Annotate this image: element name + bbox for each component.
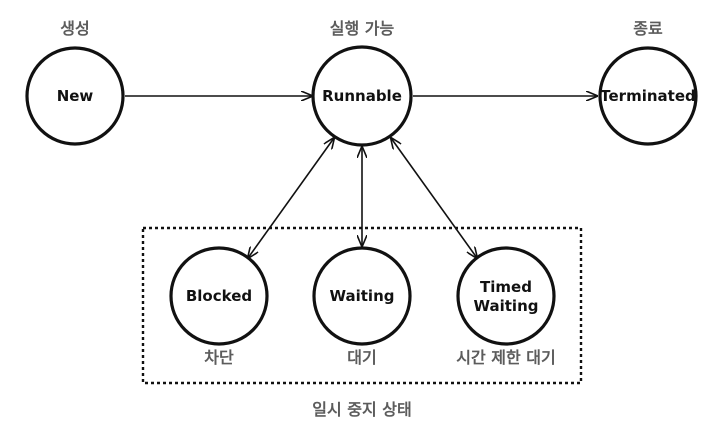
state-new-label: 생성 [60, 19, 89, 38]
state-blocked-circle [169, 246, 269, 346]
state-blocked-name: Blocked [186, 287, 252, 305]
state-blocked: Blocked 차단 [169, 246, 269, 367]
edge-runnable-blocked [248, 138, 334, 258]
state-terminated-name: Terminated [600, 87, 695, 105]
state-blocked-label: 차단 [204, 348, 234, 367]
state-terminated-label: 종료 [633, 19, 663, 38]
paused-states-group-label: 일시 중지 상태 [312, 400, 411, 419]
state-new: New 생성 [25, 19, 125, 146]
state-runnable: Runnable 실행 가능 [311, 19, 413, 147]
state-waiting-label: 대기 [347, 348, 376, 367]
state-runnable-circle [311, 45, 413, 147]
edge-runnable-timed-waiting [391, 138, 477, 258]
state-waiting-circle [312, 246, 412, 346]
state-waiting-name: Waiting [329, 287, 394, 305]
state-new-name: New [57, 87, 94, 105]
state-waiting: Waiting 대기 [312, 246, 412, 367]
state-timed-waiting-circle [456, 246, 556, 346]
state-runnable-label: 실행 가능 [330, 19, 395, 38]
state-terminated: Terminated 종료 [598, 19, 698, 146]
state-runnable-name: Runnable [322, 87, 402, 105]
state-new-circle [25, 46, 125, 146]
state-timed-waiting-name-line2: Waiting [473, 297, 538, 315]
state-timed-waiting-name-line1: Timed [480, 278, 532, 296]
state-terminated-circle [598, 46, 698, 146]
state-timed-waiting: Timed Waiting 시간 제한 대기 [456, 246, 556, 367]
state-timed-waiting-label: 시간 제한 대기 [456, 348, 555, 367]
